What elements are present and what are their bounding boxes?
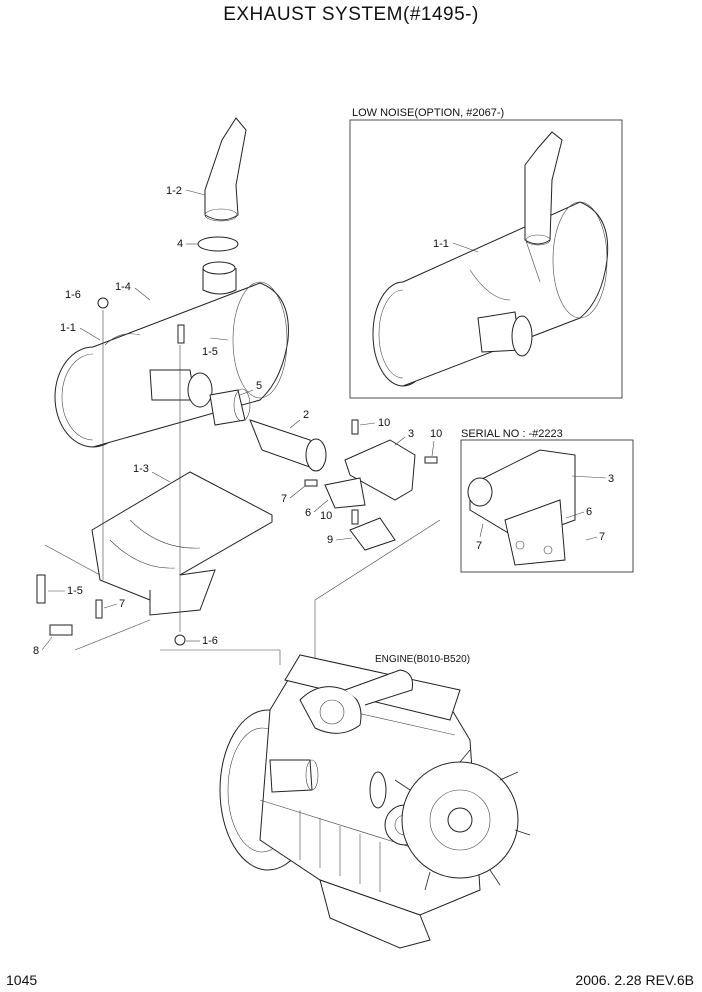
label-1-1: 1-1 (60, 322, 76, 334)
label-5: 5 (256, 380, 262, 392)
nut-1-6a (97, 297, 109, 309)
label-1-5a: 1-5 (202, 346, 218, 358)
nut-1-6b (174, 634, 186, 646)
serial-label-7b: 7 (599, 531, 605, 543)
label-9: 9 (327, 534, 333, 546)
label-1-3: 1-3 (133, 463, 149, 475)
bracket-6 (324, 477, 366, 509)
label-10b: 10 (430, 428, 442, 440)
low-noise-title: LOW NOISE(OPTION, #2067-) (352, 107, 504, 119)
engine-illustration: ENGINE(B010-B520) (219, 654, 531, 949)
bolt-1-5b (36, 574, 46, 604)
date-revision: 2006. 2.28 REV.6B (575, 972, 694, 988)
bolt-1-5a (177, 324, 185, 344)
page-number: 1045 (6, 972, 38, 988)
label-10c: 10 (320, 510, 332, 522)
serial-label-7a: 7 (476, 540, 482, 552)
bolt-10c (351, 509, 359, 525)
low-noise-label-1-1: 1-1 (433, 238, 449, 250)
main-exploded-view (36, 117, 441, 665)
label-3: 3 (408, 428, 414, 440)
bolt-8 (49, 624, 73, 636)
label-2: 2 (303, 409, 309, 421)
label-8: 8 (33, 645, 39, 657)
label-1-4: 1-4 (115, 281, 131, 293)
label-6: 6 (305, 507, 311, 519)
clamp-4 (197, 236, 239, 252)
part-labels: 1-2 4 1-6 1-4 1-1 1-5 5 2 10 3 10 7 6 10… (33, 185, 442, 657)
plate-9 (349, 517, 396, 551)
page-title: EXHAUST SYSTEM(#1495-) (223, 4, 479, 25)
engine-label: ENGINE(B010-B520) (375, 654, 470, 665)
label-7b: 7 (119, 598, 125, 610)
bracket-3 (344, 439, 416, 501)
label-1-2: 1-2 (166, 185, 182, 197)
bolt-10a (351, 419, 359, 435)
serial-label-3: 3 (608, 473, 614, 485)
bolt-7a (304, 479, 318, 487)
bolt-10b (424, 456, 438, 464)
low-noise-inset: LOW NOISE(OPTION, #2067-) 1-1 (349, 107, 623, 399)
serial-inset: SERIAL NO : -#2223 3 6 7 7 (460, 428, 634, 573)
label-1-6a: 1-6 (65, 289, 81, 301)
serial-title: SERIAL NO : -#2223 (461, 428, 563, 440)
label-1-5b: 1-5 (67, 585, 83, 597)
label-7a: 7 (281, 493, 287, 505)
label-10a: 10 (378, 417, 390, 429)
stack-pipe-1-2 (204, 117, 247, 221)
label-4: 4 (177, 238, 183, 250)
serial-label-6: 6 (586, 506, 592, 518)
bolt-7b (95, 599, 103, 619)
label-1-6b: 1-6 (202, 635, 218, 647)
